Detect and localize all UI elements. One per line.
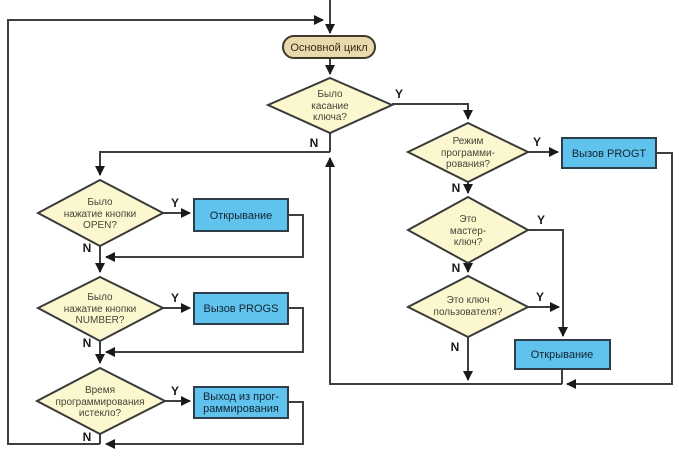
terminator-shape <box>282 35 376 59</box>
label-number-no: N <box>83 336 92 350</box>
node-user-key: Это ключ пользователя? <box>405 274 531 339</box>
process-shape <box>561 137 657 169</box>
label-userkey-yes: Y <box>536 290 544 304</box>
decision-shape <box>405 274 531 339</box>
opening-right-label: Открывание <box>531 349 594 361</box>
prog-mode-line2: программи- <box>441 148 495 159</box>
label-progmode-no: N <box>452 181 461 195</box>
label-keytouch-yes: Y <box>395 87 403 101</box>
master-key-line1: Это <box>459 214 477 225</box>
node-exit-prog: Выход из прог- раммирования <box>193 386 289 419</box>
key-touch-line1: Было <box>317 89 343 100</box>
process-shape <box>193 198 289 232</box>
node-opening-right: Открывание <box>514 339 611 370</box>
prog-timeout-line1: Время <box>85 385 115 396</box>
label-userkey-no: N <box>451 340 460 354</box>
node-call-progt: Вызов PROGT <box>561 137 657 169</box>
label-timeout-yes: Y <box>171 384 179 398</box>
edge-return-left-up <box>325 157 562 385</box>
call-progs-label: Вызов PROGS <box>204 303 279 315</box>
label-progmode-yes: Y <box>533 135 541 149</box>
decision-shape <box>265 76 395 135</box>
opening-left-label: Открывание <box>210 210 273 222</box>
node-btn-open: Было нажатие кнопки OPEN? <box>35 178 166 248</box>
decision-shape <box>405 121 531 184</box>
process-shape <box>514 339 611 370</box>
decision-shape <box>405 195 531 265</box>
decision-shape <box>35 178 166 248</box>
edge-masterkey-yes <box>528 229 568 337</box>
label-timeout-no: N <box>83 430 92 444</box>
node-prog-mode: Режим программи- рования? <box>405 121 531 184</box>
user-key-line1: Это ключ <box>447 295 490 306</box>
label-open-yes: Y <box>171 196 179 210</box>
key-touch-line3: ключа? <box>313 112 347 123</box>
edge-keytouch-yes <box>392 103 473 120</box>
master-key-line3: ключ? <box>454 237 483 248</box>
prog-mode-line1: Режим <box>453 136 484 147</box>
user-key-line2: пользователя? <box>434 307 503 318</box>
node-call-progs: Вызов PROGS <box>193 292 289 325</box>
node-opening-left: Открывание <box>193 198 289 232</box>
decision-shape <box>34 366 168 436</box>
btn-number-line2: нажатие кнопки <box>64 304 136 315</box>
node-main-cycle: Основной цикл <box>282 35 376 59</box>
btn-open-line3: OPEN? <box>83 220 117 231</box>
master-key-line2: мастер- <box>450 226 486 237</box>
main-cycle-label: Основной цикл <box>290 42 367 54</box>
exit-prog-line1: Выход из прог- <box>203 391 279 403</box>
edge-opening-left-return <box>105 214 304 262</box>
prog-timeout-line3: истекло? <box>79 408 122 419</box>
node-prog-timeout: Время программирования истекло? <box>34 366 168 436</box>
edge-merge-to-open <box>95 151 330 176</box>
process-shape <box>193 292 289 325</box>
label-open-no: N <box>83 241 92 255</box>
label-number-yes: Y <box>171 291 179 305</box>
exit-prog-line2: раммирования <box>203 403 279 415</box>
node-master-key: Это мастер- ключ? <box>405 195 531 265</box>
node-btn-number: Было нажатие кнопки NUMBER? <box>35 275 166 343</box>
process-shape <box>193 386 289 419</box>
decision-shape <box>35 275 166 343</box>
node-key-touch: Было касание ключа? <box>265 76 395 135</box>
btn-number-line1: Было <box>87 292 113 303</box>
edge-outer-loop <box>7 15 324 445</box>
label-masterkey-no: N <box>452 261 461 275</box>
edge-progs-return <box>105 307 304 357</box>
edge-exitprog-return <box>105 401 304 449</box>
edge-progt-return <box>566 152 673 389</box>
label-keytouch-no: N <box>310 136 319 150</box>
btn-number-line3: NUMBER? <box>76 315 125 326</box>
btn-open-line1: Было <box>87 197 113 208</box>
btn-open-line2: нажатие кнопки <box>64 209 136 220</box>
key-touch-line2: касание <box>311 101 349 112</box>
prog-timeout-line2: программирования <box>55 397 144 408</box>
label-masterkey-yes: Y <box>537 213 545 227</box>
call-progt-label: Вызов PROGT <box>572 148 647 160</box>
prog-mode-line3: рования? <box>446 159 490 170</box>
